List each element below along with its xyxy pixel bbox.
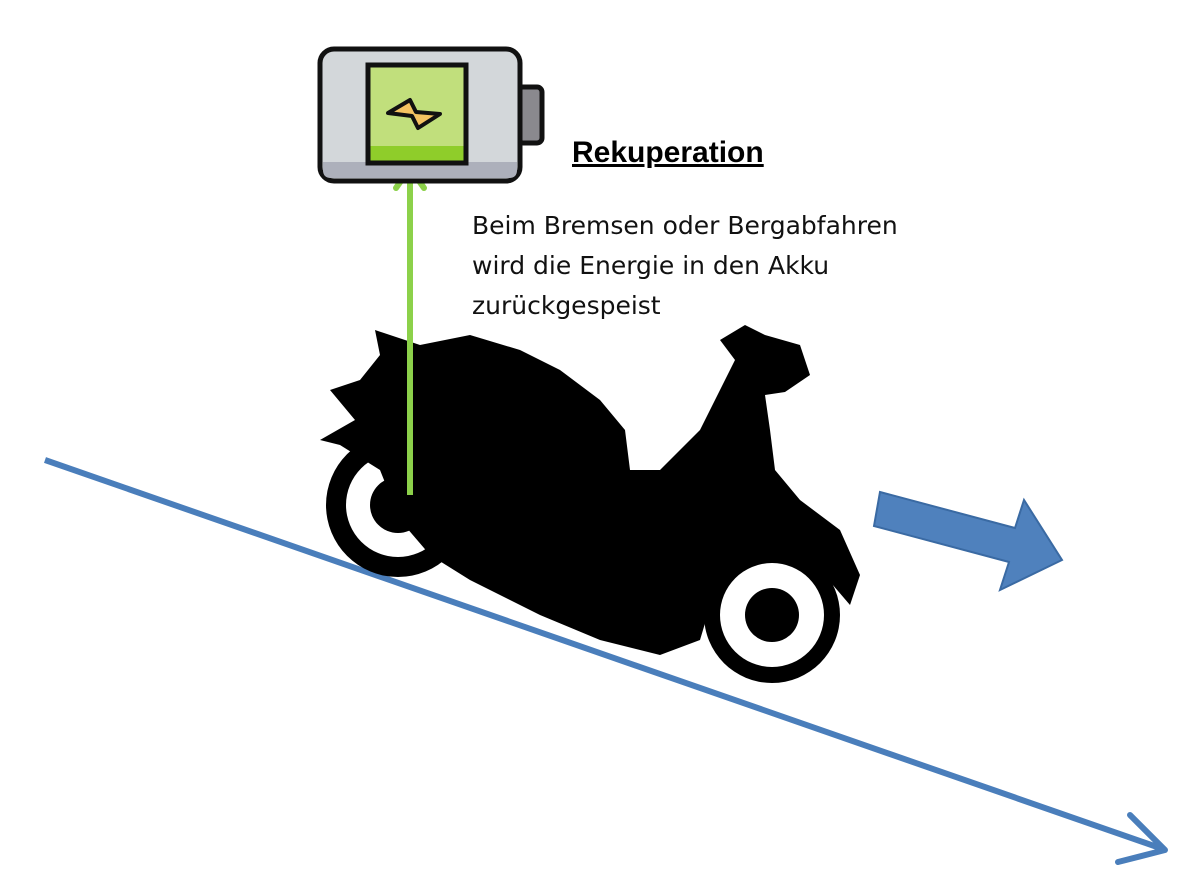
- description: Beim Bremsen oder Bergabfahren wird die …: [472, 206, 898, 326]
- slope-arrow-icon: [44, 457, 1168, 865]
- title: Rekuperation: [572, 136, 764, 169]
- battery-charging-icon: [317, 46, 545, 184]
- description-line: zurückgespeist: [472, 291, 661, 320]
- description-line: Beim Bremsen oder Bergabfahren: [472, 211, 898, 240]
- description-line: wird die Energie in den Akku: [472, 251, 830, 280]
- direction-arrow-icon: [872, 490, 1064, 592]
- scooter-icon: [320, 325, 860, 683]
